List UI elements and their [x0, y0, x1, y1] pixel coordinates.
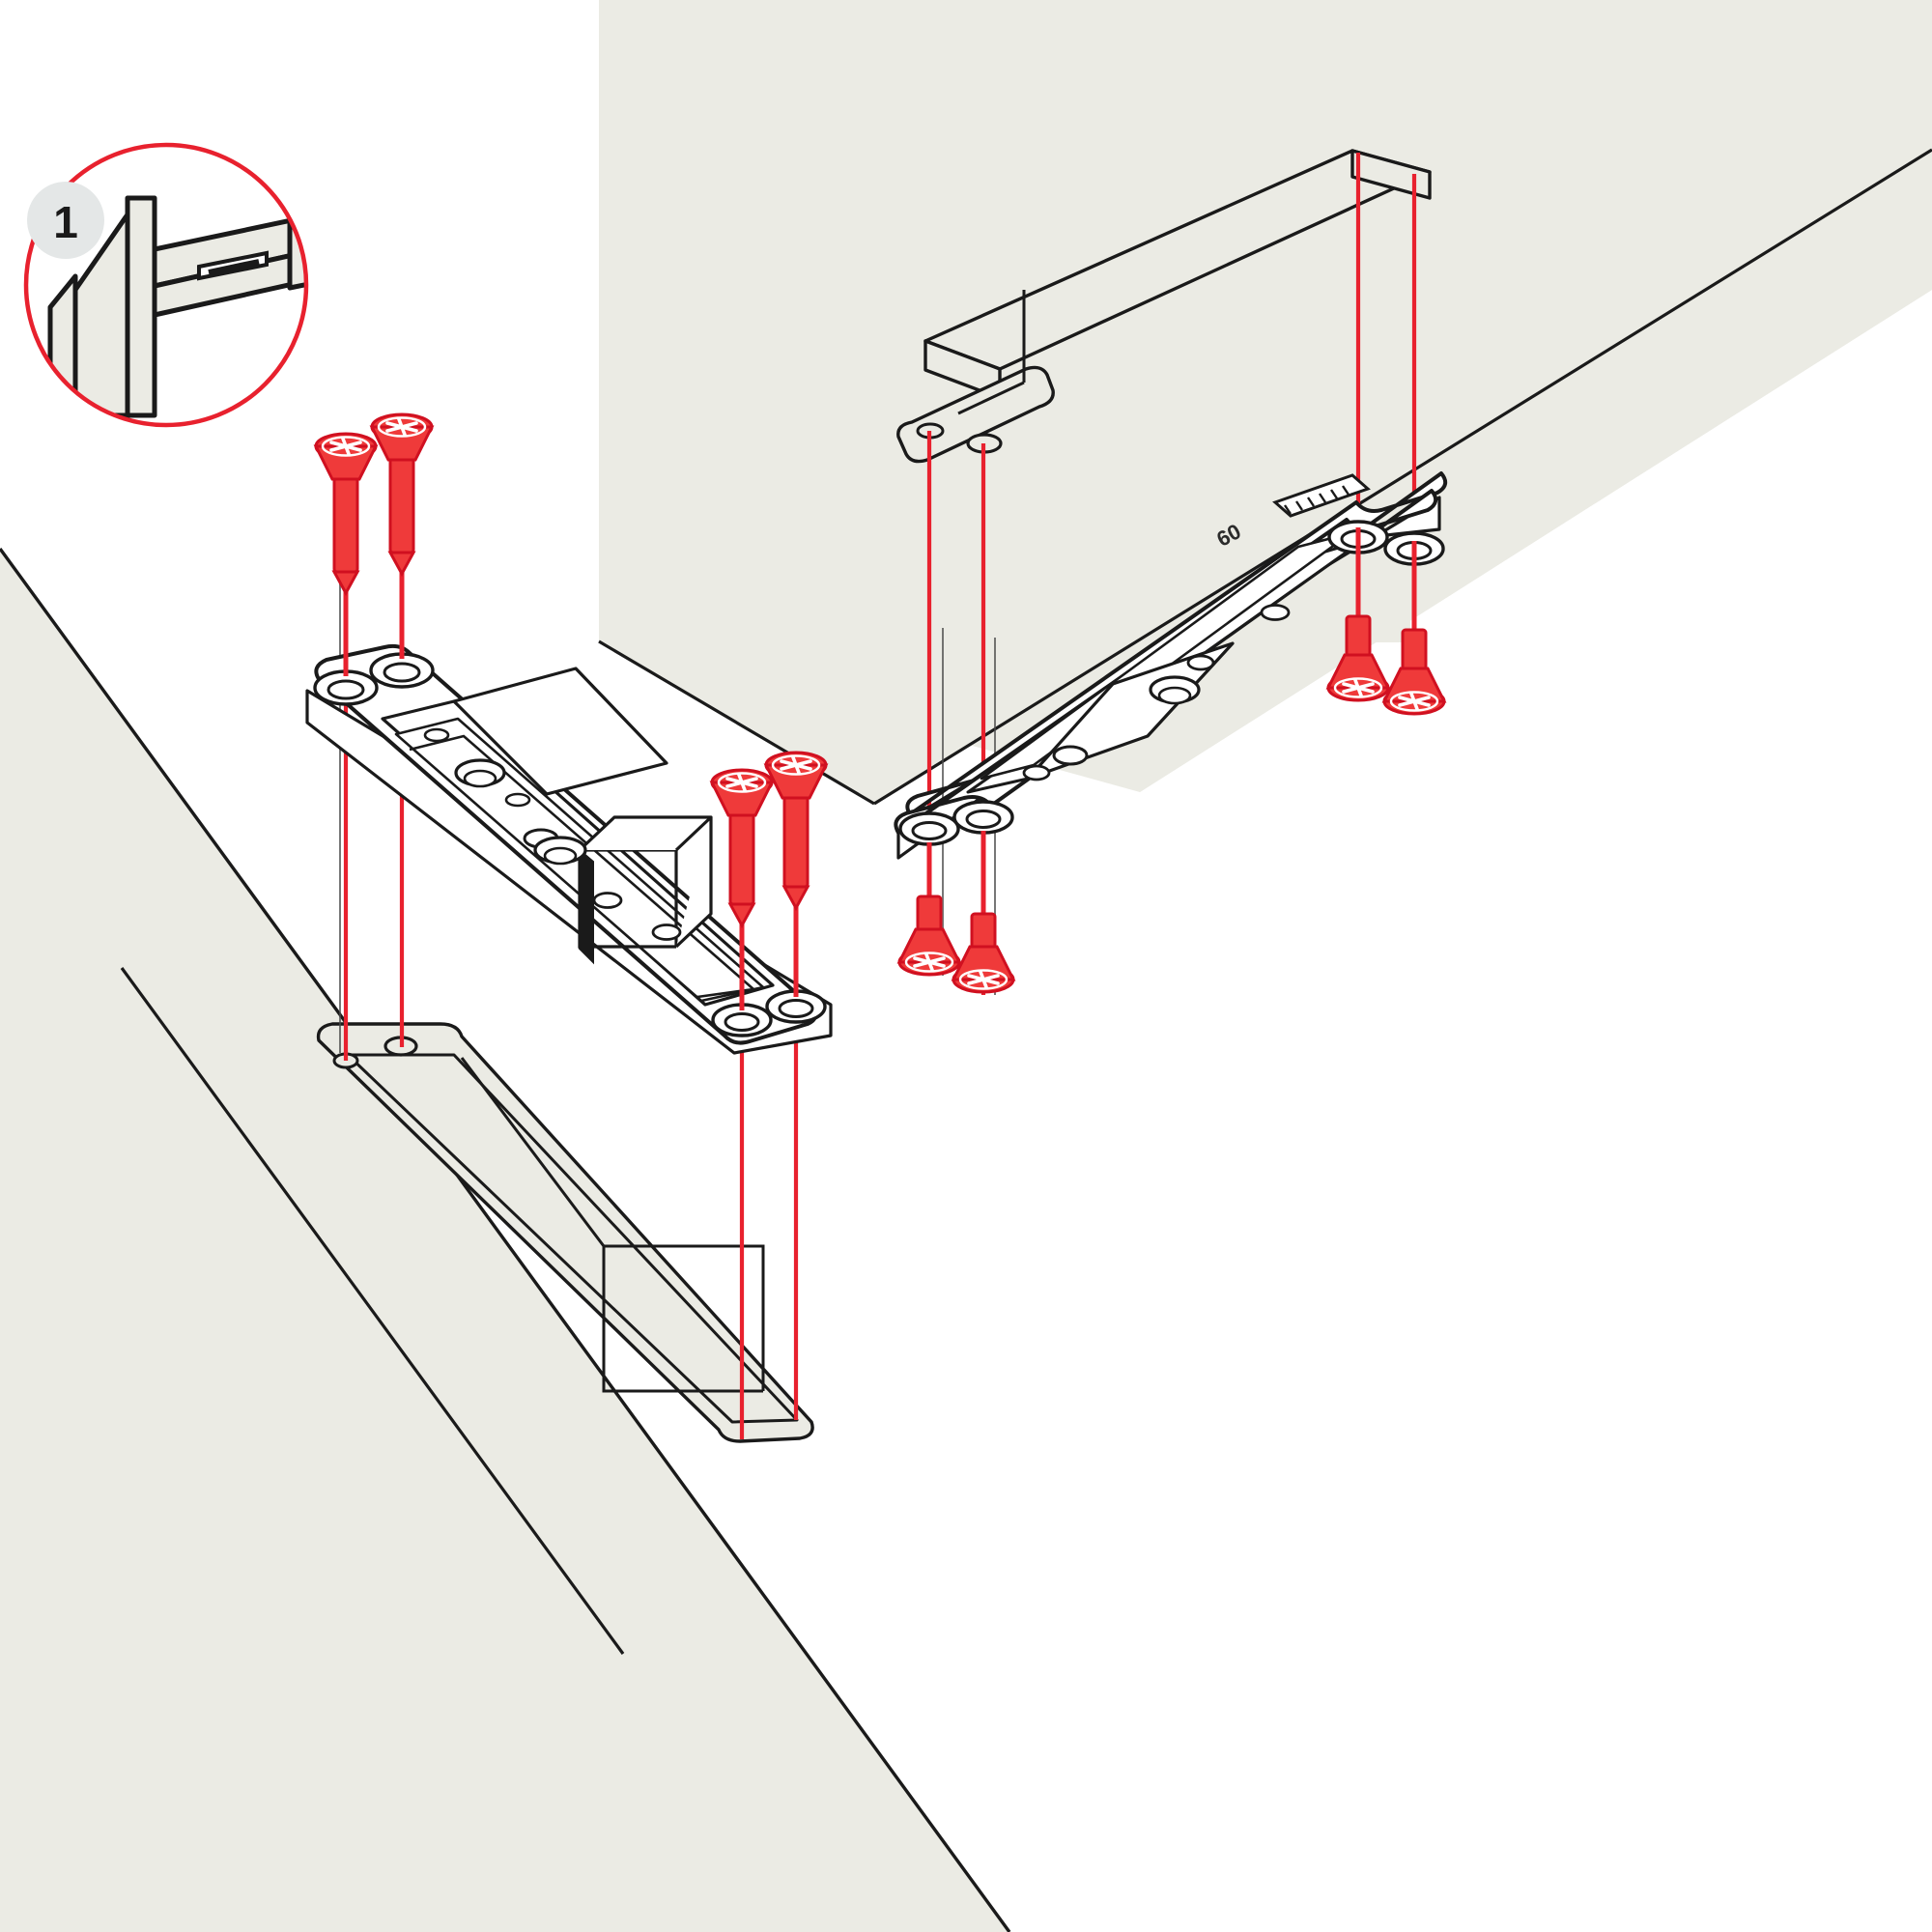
countersunk-screw-center-a — [710, 768, 774, 1010]
bracket-left-hole-group-bottom — [711, 989, 827, 1037]
hole-bore — [911, 821, 948, 840]
bracket-left-adjustment-holes — [423, 727, 682, 941]
door-leaf-top-edge — [0, 547, 1011, 1932]
mortise-pocket-upper-right — [896, 290, 1055, 464]
mounting-bracket-left — [305, 643, 833, 1055]
valve-hole-small — [504, 792, 531, 808]
valve-hole-small — [1260, 604, 1291, 621]
valve-hole-small — [1022, 764, 1051, 781]
countersunk-screw-right-upper-a — [1326, 527, 1390, 702]
detail-profile-rib — [125, 195, 157, 418]
door-leaf-inner-edge — [120, 967, 625, 1655]
countersunk-screw-right-lower-a — [897, 842, 961, 977]
countersunk-screw-upper-left-b — [370, 412, 434, 659]
detail-callout-badge[interactable] — [27, 182, 104, 259]
countersunk-screw-upper-left-a — [314, 432, 378, 676]
valve-hole-small — [651, 923, 682, 941]
upper-right-wall-face — [598, 0, 1932, 806]
detail-callout-1[interactable]: 1 — [19, 135, 319, 444]
frame-rail-upper-right — [923, 149, 1432, 400]
valve-hole-small — [592, 892, 623, 909]
hole-bore — [383, 662, 421, 683]
hole-bore — [724, 1012, 760, 1032]
valve-hole-small — [1186, 654, 1215, 671]
mounting-bracket-right: 60 — [894, 471, 1448, 860]
fasteners-group — [314, 412, 1446, 1010]
detail-callout-number: 1 — [53, 197, 78, 247]
countersunk-screw-center-b — [764, 751, 828, 997]
valve-hole-small — [423, 727, 450, 743]
bracket-right-hole-group-lower — [898, 800, 1014, 846]
detail-slot-shadow — [208, 259, 260, 275]
hole-bore — [327, 679, 365, 700]
detail-view-circle — [23, 142, 309, 428]
hole-bore — [778, 999, 814, 1018]
bracket-right-adjustment-holes — [1022, 604, 1291, 781]
bracket-right-serrated-tab — [1272, 473, 1371, 518]
countersunk-screw-right-lower-b — [952, 831, 1015, 994]
detail-rail-upper — [152, 212, 306, 289]
door-leaf-panel-lower — [0, 547, 1011, 1932]
countersunk-screw-right-upper-b — [1382, 541, 1446, 716]
hole-bore — [965, 810, 1002, 829]
valve-hole-small — [1052, 745, 1089, 766]
